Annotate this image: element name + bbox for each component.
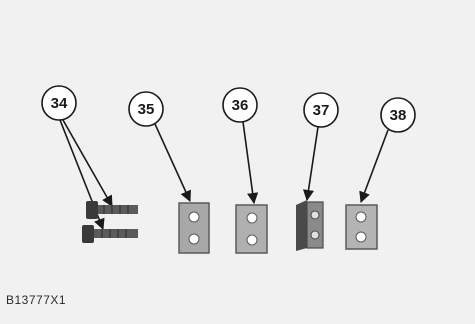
callout-37: 37 bbox=[302, 92, 339, 202]
plate-35 bbox=[178, 202, 210, 254]
leader-line-37 bbox=[302, 126, 319, 202]
callout-35: 35 bbox=[128, 91, 191, 203]
leader-line-34a bbox=[62, 119, 113, 207]
leader-line-38 bbox=[359, 129, 389, 204]
callout-36: 36 bbox=[222, 87, 259, 205]
leader-line-35 bbox=[154, 123, 191, 203]
plate-36 bbox=[235, 204, 268, 254]
figure-id-label: B13777X1 bbox=[6, 293, 67, 307]
callout-36-number: 36 bbox=[232, 97, 249, 114]
callout-38-number: 38 bbox=[390, 107, 407, 124]
leader-line-36 bbox=[242, 121, 259, 205]
plate-38 bbox=[345, 204, 378, 250]
bolt-upper bbox=[86, 201, 138, 219]
bolt-parts bbox=[82, 201, 138, 243]
bracket-37 bbox=[296, 200, 324, 251]
callout-38: 38 bbox=[359, 97, 416, 204]
callout-34: 34 bbox=[41, 85, 113, 231]
callout-35-number: 35 bbox=[138, 101, 155, 118]
callout-34-number: 34 bbox=[51, 95, 68, 112]
bolt-lower bbox=[82, 225, 138, 243]
callout-37-number: 37 bbox=[313, 102, 330, 119]
